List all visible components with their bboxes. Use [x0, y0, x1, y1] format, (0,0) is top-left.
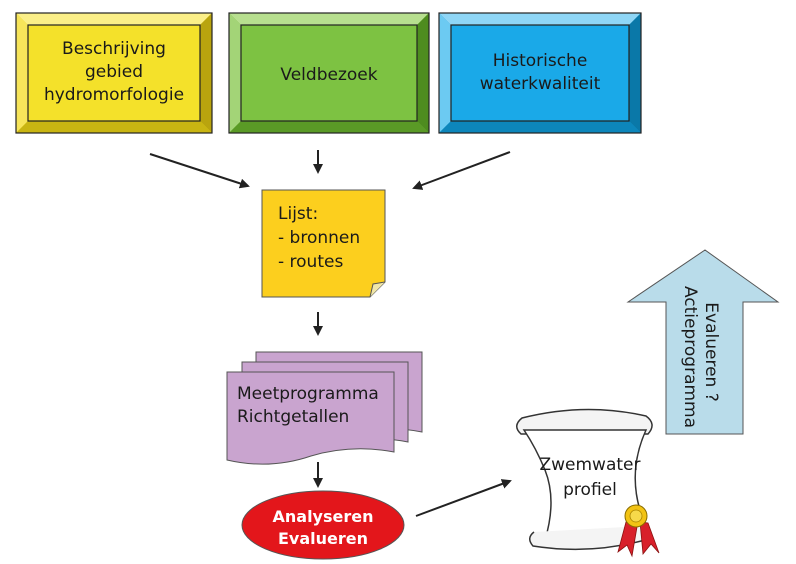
document-line2: Richtgetallen — [237, 407, 349, 427]
up-arrow-line1: Evalueren ? — [701, 302, 721, 401]
box-veldbezoek-label: Veldbezoek — [280, 65, 377, 85]
up-arrow-line2: Actieprogramma — [680, 286, 700, 428]
document-line1: Meetprogramma — [237, 384, 379, 404]
ellipse-line1: Analyseren — [273, 507, 374, 526]
box-veldbezoek: Veldbezoek — [228, 12, 430, 134]
note-lijst: Lijst: - bronnen - routes — [261, 189, 386, 298]
box-beschrijving: Beschrijving gebied hydromorfologie — [15, 12, 213, 134]
up-arrow-evalueren: Evalueren ? Actieprogramma — [626, 249, 780, 435]
box-beschrijving-line1: Beschrijving — [62, 39, 166, 59]
scroll-zwemwater: Zwemwater profiel — [516, 408, 660, 558]
box-historisch-line2: waterkwaliteit — [480, 74, 601, 94]
arrow-ellipse-to-scroll — [415, 479, 512, 517]
note-line2: - bronnen — [278, 228, 360, 248]
arrow-right-to-note — [412, 151, 511, 190]
box-beschrijving-line3: hydromorfologie — [44, 85, 184, 105]
note-line3: - routes — [278, 252, 343, 272]
arrow-left-to-note — [149, 153, 250, 189]
box-historisch: Historische waterkwaliteit — [438, 12, 642, 134]
box-historisch-line1: Historische — [493, 51, 588, 71]
seal-ribbon-icon — [617, 504, 660, 558]
ellipse-line2: Evalueren — [278, 529, 368, 548]
box-beschrijving-line2: gebied — [85, 62, 143, 82]
note-line1: Lijst: — [278, 204, 318, 224]
scroll-line2: profiel — [563, 480, 617, 500]
scroll-line1: Zwemwater — [539, 455, 640, 475]
document-stack: Meetprogramma Richtgetallen — [226, 351, 423, 465]
ellipse-analyseren: Analyseren Evalueren — [241, 490, 405, 560]
